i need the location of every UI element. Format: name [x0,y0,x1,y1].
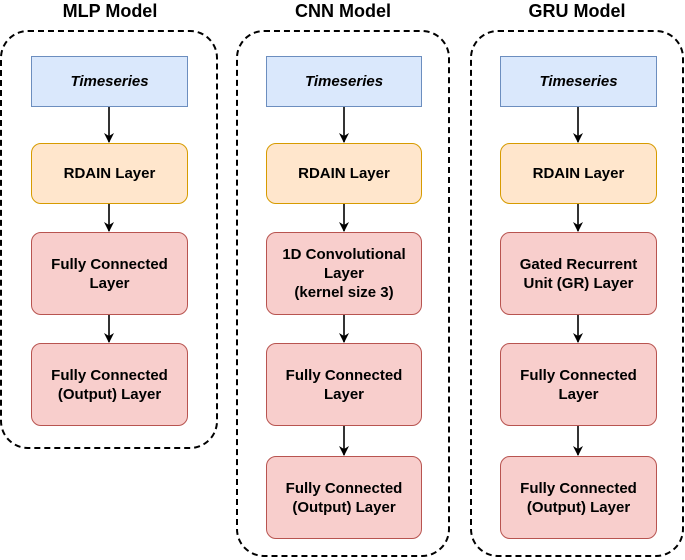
gru-timeseries-box: Timeseries [500,56,657,107]
cnn-conv1d-layer-box: 1D Convolutional Layer (kernel size 3) [266,232,422,315]
gru-rdain-layer-box: RDAIN Layer [500,143,657,204]
cnn-output-layer-box: Fully Connected (Output) Layer [266,456,422,539]
mlp-output-layer-box: Fully Connected (Output) Layer [31,343,188,426]
gru-fully-connected-layer-box: Fully Connected Layer [500,343,657,426]
gru-gated-recurrent-layer-box: Gated Recurrent Unit (GR) Layer [500,232,657,315]
gru-output-layer-box: Fully Connected (Output) Layer [500,456,657,539]
cnn-model-title: CNN Model [295,1,391,21]
mlp-model-title: MLP Model [62,1,158,21]
cnn-rdain-layer-box: RDAIN Layer [266,143,422,204]
gru-model-container [470,30,684,557]
cnn-timeseries-box: Timeseries [266,56,422,107]
cnn-fully-connected-layer-box: Fully Connected Layer [266,343,422,426]
mlp-fully-connected-layer-box: Fully Connected Layer [31,232,188,315]
mlp-rdain-layer-box: RDAIN Layer [31,143,188,204]
cnn-model-container [236,30,450,557]
mlp-timeseries-box: Timeseries [31,56,188,107]
mlp-model-container [0,30,218,449]
gru-model-title: GRU Model [528,1,626,21]
